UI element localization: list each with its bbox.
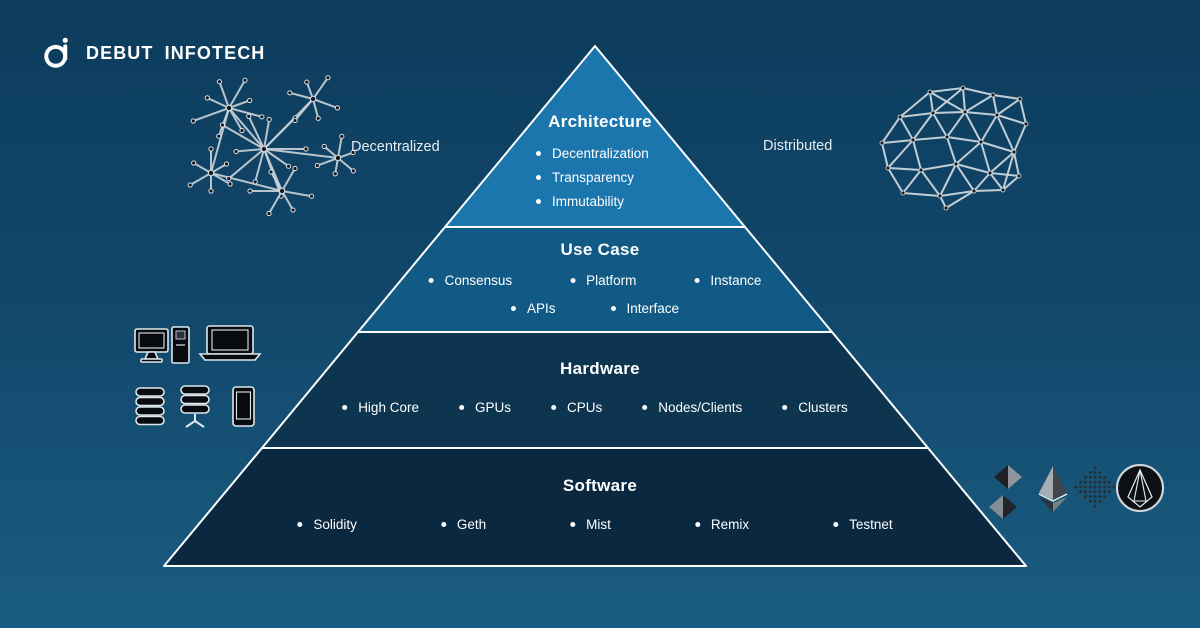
list-item: Clusters	[782, 400, 848, 415]
list-item-label: Clusters	[798, 400, 848, 415]
list-item: GPUs	[458, 400, 511, 415]
list-item-label: Nodes/Clients	[658, 400, 743, 415]
architecture-item-list: Decentralization Transparency Immutabili…	[536, 146, 649, 209]
list-item-label: Transparency	[552, 170, 635, 185]
solidity-icon	[989, 465, 1022, 519]
list-item: CPUs	[550, 400, 603, 415]
tier-software-shape	[163, 447, 1027, 567]
bullet-icon	[536, 175, 541, 180]
list-item-label: Platform	[586, 273, 637, 288]
list-item-label: Mist	[586, 517, 611, 532]
list-item: Decentralization	[536, 146, 649, 161]
tier-title-software: Software	[562, 476, 638, 495]
bullet-icon	[550, 405, 556, 410]
brand-logo-icon	[44, 37, 68, 68]
bullet-icon	[782, 405, 788, 410]
software-row: Solidity Geth Mist Remix Testnet	[297, 517, 893, 532]
list-item-label: Instance	[710, 273, 762, 288]
list-item-label: Consensus	[444, 273, 513, 288]
list-item-label: APIs	[526, 301, 556, 316]
bullet-icon	[510, 306, 516, 311]
laptop-icon	[198, 325, 262, 361]
tier-hardware-shape	[261, 331, 929, 449]
list-item: Transparency	[536, 170, 649, 185]
bullet-icon	[694, 278, 700, 283]
list-item: Instance	[694, 273, 761, 288]
bullet-icon	[342, 405, 348, 410]
tier-title-hardware: Hardware	[560, 359, 640, 378]
list-item: Testnet	[833, 517, 893, 532]
desktop-computer-icon	[134, 328, 169, 363]
list-item: Remix	[694, 517, 750, 532]
ethereum-icon	[1038, 466, 1068, 512]
bullet-icon	[440, 522, 446, 527]
distributed-label: Distributed	[763, 138, 833, 154]
bullet-icon	[536, 199, 541, 204]
computer-tower-icon	[171, 326, 190, 364]
bullet-icon	[428, 278, 434, 283]
tier-title-usecase: Use Case	[560, 240, 640, 259]
list-item-label: Testnet	[849, 517, 893, 532]
list-item-label: Immutability	[552, 194, 625, 209]
bullet-icon	[570, 278, 576, 283]
bullet-icon	[458, 405, 464, 410]
tier-title-architecture: Architecture	[548, 112, 652, 131]
dot-matrix-icon	[1074, 466, 1116, 508]
list-item: Immutability	[536, 194, 649, 209]
list-item-label: Remix	[710, 517, 750, 532]
server-rack-icon	[180, 385, 210, 428]
list-item: Solidity	[297, 517, 357, 532]
bullet-icon	[297, 522, 303, 527]
usecase-row-2: APIs Interface	[510, 301, 679, 316]
list-item: Mist	[570, 517, 611, 532]
list-item-label: GPUs	[474, 400, 511, 415]
list-item: Nodes/Clients	[642, 400, 742, 415]
bullet-icon	[833, 522, 839, 527]
usecase-row-1: Consensus Platform Instance	[428, 273, 761, 288]
brand: DEBUT INFOTECH	[42, 36, 265, 70]
decentralized-label: Decentralized	[351, 139, 440, 155]
smartphone-icon	[232, 386, 255, 427]
bullet-icon	[536, 151, 541, 156]
hardware-row: High Core GPUs CPUs Nodes/Clients Cluste…	[342, 400, 848, 415]
list-item-label: Solidity	[313, 517, 357, 532]
distributed-mesh-graphic	[879, 85, 1029, 211]
list-item: Geth	[440, 517, 487, 532]
list-item: Platform	[570, 273, 636, 288]
database-stack-icon	[135, 387, 165, 426]
brand-name: DEBUT INFOTECH	[86, 42, 266, 63]
list-item-label: CPUs	[566, 400, 603, 415]
bullet-icon	[642, 405, 648, 410]
list-item: Interface	[610, 301, 679, 316]
bullet-icon	[570, 522, 576, 527]
list-item: Consensus	[428, 273, 513, 288]
list-item: APIs	[510, 301, 556, 316]
eos-icon	[1115, 463, 1165, 513]
list-item-label: High Core	[358, 400, 419, 415]
list-item-label: Interface	[626, 301, 680, 316]
list-item: High Core	[342, 400, 419, 415]
bullet-icon	[610, 306, 616, 311]
bullet-icon	[694, 522, 700, 527]
list-item-label: Decentralization	[552, 146, 649, 161]
decentralized-network-graphic	[187, 75, 356, 217]
list-item-label: Geth	[456, 517, 487, 532]
